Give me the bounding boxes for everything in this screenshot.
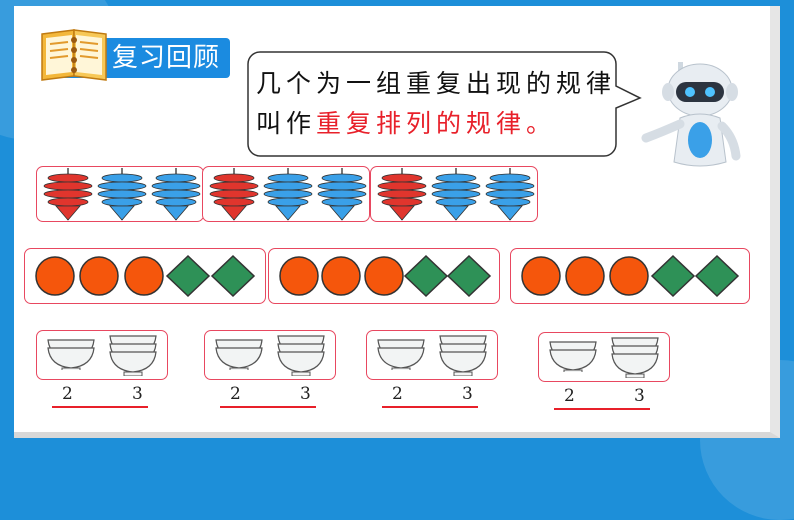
bowl-count-two: 2 <box>230 384 241 404</box>
group-underline <box>52 406 148 408</box>
orange-circle-icon <box>609 256 649 296</box>
group-underline <box>554 408 650 410</box>
orange-circle-icon <box>565 256 605 296</box>
blue-top-icon <box>151 168 201 221</box>
rule-text: 几个为一组重复出现的规律叫作重复排列的规律。 <box>256 64 616 144</box>
two-bowls-icon <box>549 341 597 372</box>
blue-top-icon <box>317 168 367 221</box>
green-diamond-icon <box>404 254 449 298</box>
three-bowls-icon <box>439 335 487 376</box>
blue-top-icon <box>431 168 481 221</box>
orange-circle-icon <box>364 256 404 296</box>
green-diamond-icon <box>650 254 696 298</box>
red-top-icon <box>377 168 427 221</box>
red-top-icon <box>209 168 259 221</box>
bowl-count-two: 2 <box>62 384 73 404</box>
red-top-icon <box>43 168 93 221</box>
blue-top-icon <box>263 168 313 221</box>
three-bowls-icon <box>277 335 325 376</box>
three-bowls-icon <box>109 335 157 376</box>
page-title: 复习回顾 <box>112 43 221 73</box>
robot-mascot <box>641 62 741 167</box>
bowl-count-three: 3 <box>132 384 143 404</box>
orange-circle-icon <box>79 256 120 296</box>
two-bowls-icon <box>215 339 263 370</box>
green-diamond-icon <box>210 254 255 298</box>
bowl-count-three: 3 <box>300 384 311 404</box>
blue-top-icon <box>97 168 147 221</box>
bowl-count-three: 3 <box>462 384 473 404</box>
group-underline <box>220 406 316 408</box>
blue-top-icon <box>485 168 535 221</box>
two-bowls-icon <box>377 339 425 370</box>
green-diamond-icon <box>166 254 211 298</box>
speech-bubble <box>247 51 642 157</box>
bowl-count-two: 2 <box>564 386 575 406</box>
bowl-count-three: 3 <box>634 386 645 406</box>
three-bowls-icon <box>611 337 659 378</box>
book-icon <box>41 29 107 81</box>
orange-circle-icon <box>124 256 164 296</box>
green-diamond-icon <box>446 254 491 298</box>
green-diamond-icon <box>694 254 740 298</box>
rule-text-highlight: 重复排列的规律。 <box>316 109 557 138</box>
orange-circle-icon <box>35 256 75 296</box>
bowl-count-two: 2 <box>392 384 403 404</box>
two-bowls-icon <box>47 339 95 370</box>
orange-circle-icon <box>521 256 561 296</box>
group-underline <box>382 406 478 408</box>
orange-circle-icon <box>321 256 362 296</box>
orange-circle-icon <box>279 256 319 296</box>
rule-text-plain: 几个为一组重复出现的规律叫作 <box>256 69 617 138</box>
